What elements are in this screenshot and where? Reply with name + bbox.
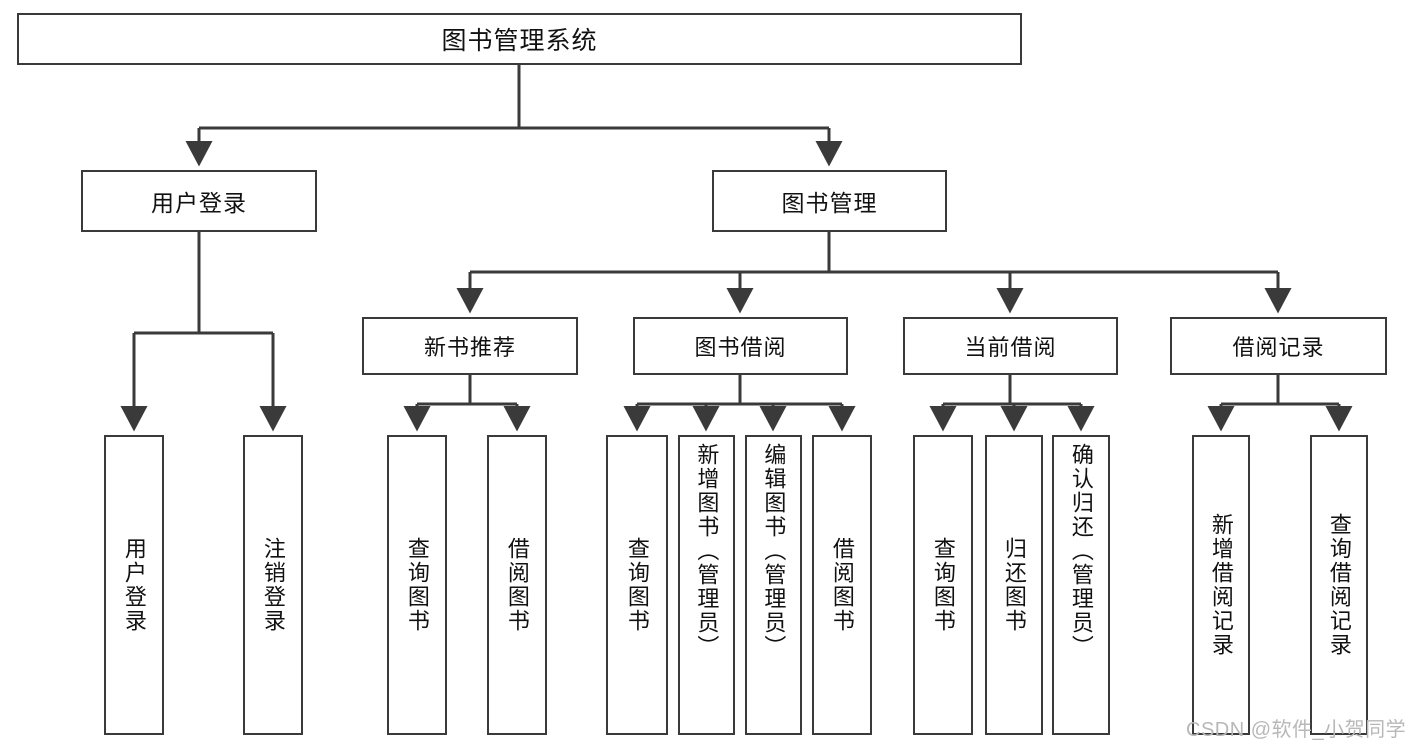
node-label: 归还图书 <box>1001 537 1027 633</box>
node-borrow-record[interactable]: 借阅记录 <box>1170 317 1387 375</box>
node-current-borrow[interactable]: 当前借阅 <box>903 317 1118 375</box>
node-user-login[interactable]: 用户登录 <box>81 170 317 232</box>
node-leaf-add-record[interactable]: 新增借阅记录 <box>1192 435 1250 735</box>
node-leaf-confirm-return[interactable]: 确认归还（管理员） <box>1052 435 1110 735</box>
node-leaf-return-book[interactable]: 归还图书 <box>985 435 1043 735</box>
node-label: 查询图书 <box>404 537 430 633</box>
node-label: 确认归还（管理员） <box>1068 443 1094 659</box>
node-label: 当前借阅 <box>964 335 1057 360</box>
node-label: 图书借阅 <box>694 335 787 360</box>
node-label: 查询借阅记录 <box>1326 513 1352 657</box>
node-leaf-query-record[interactable]: 查询借阅记录 <box>1310 435 1368 735</box>
node-new-book-recommend[interactable]: 新书推荐 <box>362 317 578 375</box>
node-label: 借阅图书 <box>504 537 530 633</box>
node-leaf-query-book-1[interactable]: 查询图书 <box>387 435 447 735</box>
node-label: 注销登录 <box>260 537 286 633</box>
node-label: 查询图书 <box>930 537 956 633</box>
node-label: 编辑图书（管理员） <box>761 443 787 659</box>
watermark-text: CSDN @软件_小贺同学 <box>1186 719 1405 741</box>
node-leaf-query-book-2[interactable]: 查询图书 <box>606 435 668 735</box>
node-leaf-borrow-book-1[interactable]: 借阅图书 <box>487 435 547 735</box>
node-leaf-user-login[interactable]: 用户登录 <box>104 435 164 735</box>
node-label: 新书推荐 <box>423 335 516 360</box>
node-leaf-borrow-book-2[interactable]: 借阅图书 <box>812 435 872 735</box>
node-label: 图书管理系统 <box>441 27 598 55</box>
node-label: 借阅图书 <box>829 537 855 633</box>
node-label: 用户登录 <box>121 537 147 633</box>
node-book-manage[interactable]: 图书管理 <box>712 170 947 232</box>
node-leaf-query-book-3[interactable]: 查询图书 <box>913 435 973 735</box>
node-label: 新增借阅记录 <box>1208 513 1234 657</box>
node-label: 图书管理 <box>781 190 878 216</box>
node-root-system[interactable]: 图书管理系统 <box>17 13 1022 65</box>
node-label: 借阅记录 <box>1232 335 1325 360</box>
node-label: 查询图书 <box>624 537 650 633</box>
node-leaf-user-logout[interactable]: 注销登录 <box>243 435 303 735</box>
node-leaf-edit-book[interactable]: 编辑图书（管理员） <box>745 435 802 735</box>
node-book-borrow[interactable]: 图书借阅 <box>633 317 848 375</box>
node-label: 新增图书（管理员） <box>694 443 720 659</box>
node-label: 用户登录 <box>151 190 247 216</box>
node-leaf-add-book[interactable]: 新增图书（管理员） <box>678 435 735 735</box>
